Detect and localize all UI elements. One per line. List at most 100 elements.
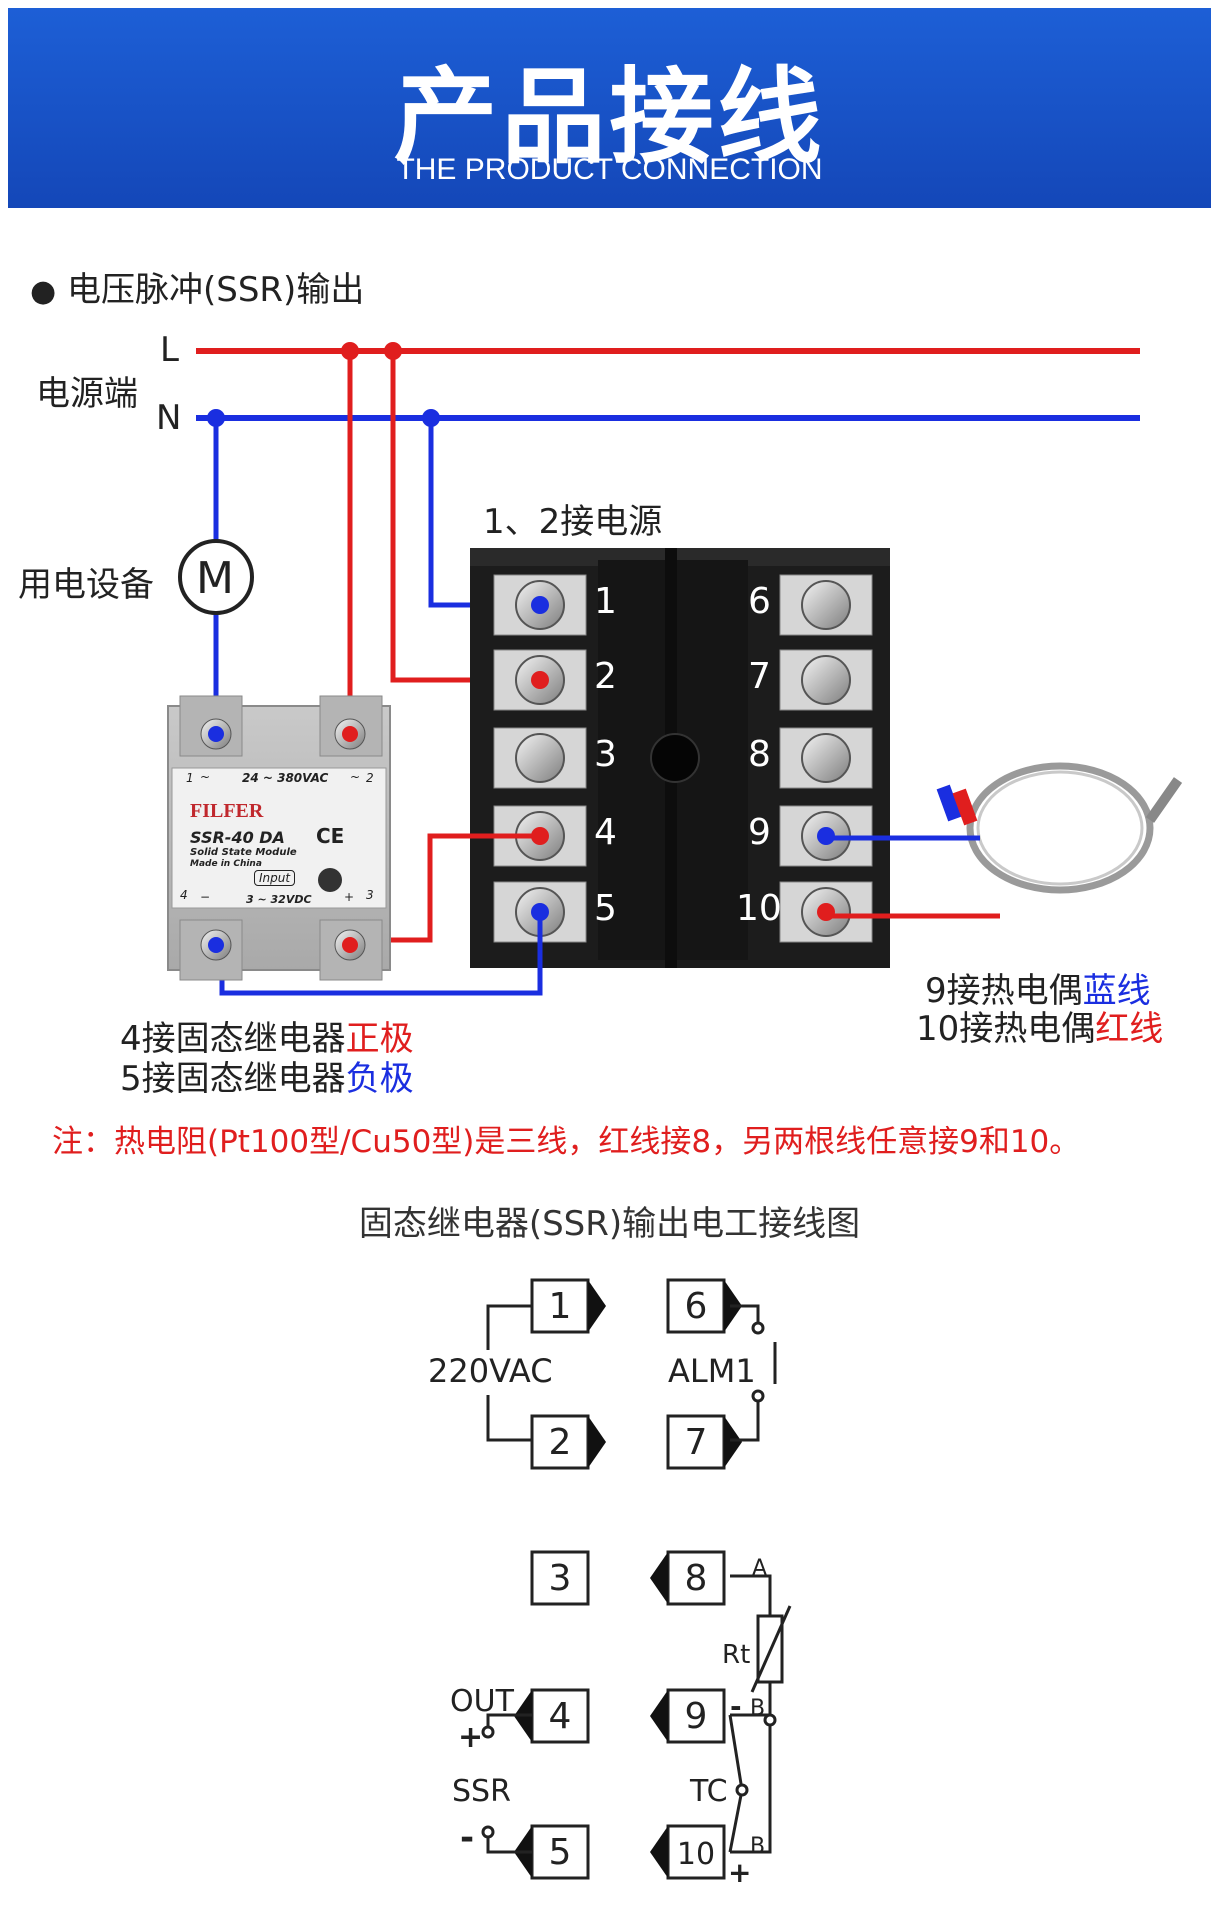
tc-dot	[735, 1783, 749, 1797]
ssr-note-negative-highlight: 负极	[345, 1059, 414, 1099]
schematic-terminal-number: 10	[677, 1837, 715, 1872]
ssr-dc-range: 3 ~ 32VDC	[246, 893, 312, 906]
label-ssr: SSR	[452, 1774, 511, 1809]
terminal-number-right: 7	[748, 656, 771, 697]
ssr-module	[167, 695, 391, 981]
ssr-pin3: 3	[366, 888, 374, 902]
tc-note-red-highlight: 红线	[1095, 1009, 1164, 1049]
tc-note-blue-text: 9接热电偶	[925, 971, 1083, 1011]
terminal-number-right: 9	[748, 812, 771, 853]
ssr-model: SSR-40 DA	[190, 828, 285, 847]
schematic-terminal-box	[530, 1414, 590, 1470]
wire-220vac	[486, 1304, 532, 1350]
tc-note-blue-highlight: 蓝线	[1082, 971, 1151, 1011]
ssr-plus: +	[344, 890, 355, 904]
schematic-terminal-arrow	[650, 1552, 668, 1604]
label-rt: Rt	[722, 1640, 751, 1670]
line-N-label: N	[156, 398, 182, 438]
schematic-terminal-box	[530, 1278, 590, 1334]
label-alm1: ALM1	[668, 1352, 756, 1390]
alm1-terminal	[751, 1389, 765, 1403]
schematic-terminal-number: 4	[549, 1696, 572, 1737]
wire-contact-dot	[531, 671, 549, 689]
wire-alm1	[730, 1304, 760, 1328]
bullet-icon: ●	[30, 274, 57, 309]
ssr-made: Made in China	[190, 859, 262, 869]
wire-contact-dot	[531, 596, 549, 614]
schematic-terminal-number: 5	[549, 1832, 572, 1873]
motor-symbol	[178, 539, 254, 615]
schematic-terminal-box	[666, 1688, 726, 1744]
terminal-number-left: 3	[594, 734, 617, 775]
terminal-number-right: 8	[748, 734, 771, 775]
thermocouple-probe	[936, 762, 1183, 894]
schematic-terminal-arrow	[650, 1690, 668, 1742]
wire-rtd-a	[730, 1574, 772, 1616]
label-out-plus: +	[458, 1720, 484, 1755]
schematic-terminal-box	[666, 1414, 726, 1470]
terminal-block	[470, 548, 890, 968]
label-b-bottom: B	[750, 1834, 766, 1859]
ssr-brand: FILFER	[190, 800, 264, 822]
schematic-terminal-box	[530, 1550, 590, 1606]
schematic-terminal-number: 7	[685, 1422, 708, 1463]
power-source-label: 电源端	[36, 374, 138, 414]
label-tc-minus: -	[730, 1690, 742, 1723]
label-tc: TC	[690, 1774, 728, 1809]
label-ssr-minus: -	[460, 1818, 475, 1858]
terminal-screw	[801, 655, 851, 705]
ssr-ce-mark: CE	[316, 824, 345, 848]
schematic-terminal-number: 8	[685, 1558, 708, 1599]
terminal-number-right: 10	[736, 888, 782, 929]
header-banner: 产品接线 THE PRODUCT CONNECTION	[8, 8, 1211, 208]
schematic-terminal-arrow	[588, 1416, 606, 1468]
rtd-b-dot	[763, 1713, 777, 1727]
schematic-terminal-box	[530, 1688, 590, 1744]
out-plus-dot	[481, 1725, 495, 1739]
terminal-screw	[801, 580, 851, 630]
motor-letter: M	[196, 553, 234, 604]
wire-tc-plus	[730, 1720, 772, 1854]
ssr-note-positive-text: 4接固态继电器	[120, 1019, 346, 1059]
ssr-note-positive: 4接固态继电器正极	[120, 1011, 414, 1060]
ssr-pin4: 4	[180, 888, 188, 902]
wire-tc	[728, 1714, 744, 1853]
alm1-terminal	[751, 1321, 765, 1335]
terminal-number-right: 6	[748, 581, 771, 622]
device-label: 用电设备	[18, 565, 154, 605]
line-L-label: L	[160, 330, 179, 370]
rtd-warning-note: 注：热电阻(Pt100型/Cu50型)是三线，红线接8，另两根线任意接9和10。	[52, 1124, 1081, 1160]
ssr-minus: −	[200, 890, 211, 904]
ssr-note-positive-highlight: 正极	[345, 1019, 414, 1059]
ssr-desc: Solid State Module	[190, 847, 297, 858]
label-out: OUT	[450, 1684, 514, 1719]
terminal-number-left: 5	[594, 888, 617, 929]
ssr-note-negative: 5接固态继电器负极	[120, 1051, 414, 1100]
wire-220vac	[486, 1395, 532, 1442]
schematic-terminal-box	[666, 1550, 726, 1606]
schematic-terminal-box	[530, 1824, 590, 1880]
wiring-diagram	[167, 342, 1183, 996]
label-tc-plus: +	[728, 1856, 752, 1889]
wire-alm1	[730, 1396, 760, 1442]
tc-note-blue: 9接热电偶蓝线	[925, 963, 1151, 1012]
ssr-ac-range: 24 ~ 380VAC	[242, 771, 329, 785]
terminal-number-left: 2	[594, 656, 617, 697]
wire-out	[486, 1713, 532, 1730]
ssr-tilde-right: ~	[350, 770, 361, 784]
ssr-input-label: Input	[254, 870, 296, 886]
label-b-top: B	[750, 1696, 766, 1721]
terminal-number-left: 1	[594, 581, 617, 622]
schematic-terminal-arrow	[588, 1280, 606, 1332]
ssr-minus-dot	[481, 1825, 495, 1839]
page-title: 产品接线	[393, 56, 826, 178]
schematic-title: 固态继电器(SSR)输出电工接线图	[358, 1204, 861, 1244]
terminal-power-note: 1、2接电源	[483, 502, 663, 542]
terminal-screw	[801, 733, 851, 783]
schematic-terminal-number: 6	[685, 1286, 708, 1327]
ssr-pin2: 2	[366, 771, 374, 785]
label-a: A	[752, 1556, 768, 1581]
page-subtitle: THE PRODUCT CONNECTION	[396, 153, 823, 186]
schematic-terminal-arrow	[724, 1416, 742, 1468]
rtd-arrow	[750, 1605, 792, 1693]
